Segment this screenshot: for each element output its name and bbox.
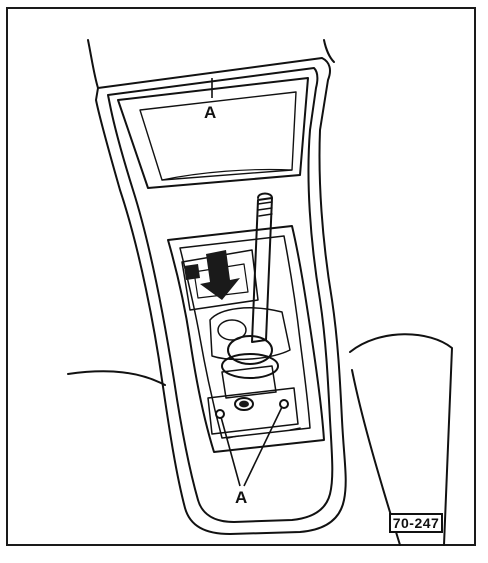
console-outer-shell bbox=[95, 57, 347, 535]
boot-cup-center bbox=[217, 319, 247, 341]
callout-leader-bottom-left bbox=[220, 416, 241, 487]
shift-linkage bbox=[221, 365, 277, 399]
storage-tray-inner bbox=[139, 91, 297, 181]
figure-border bbox=[6, 7, 476, 546]
callout-label-top: A bbox=[204, 103, 216, 122]
linkage-pivot bbox=[234, 397, 254, 411]
gear-stick bbox=[251, 197, 273, 343]
pivot-hub bbox=[239, 400, 249, 408]
screw-left bbox=[215, 409, 225, 419]
release-arrow-icon bbox=[200, 250, 240, 300]
tunnel-right-edge bbox=[323, 39, 335, 63]
storage-tray bbox=[117, 77, 309, 189]
callout-leader-bottom-right bbox=[243, 406, 283, 487]
left-seat bbox=[67, 370, 166, 386]
boot-collar-lower bbox=[221, 353, 279, 379]
mounting-plate bbox=[207, 387, 299, 435]
gear-stick-knob-rings bbox=[257, 201, 273, 217]
callout-label-bottom: A bbox=[235, 488, 247, 507]
figure-number: 70-247 bbox=[389, 513, 443, 533]
shift-opening-outer bbox=[167, 225, 325, 453]
screw-right bbox=[279, 399, 289, 409]
boot-collar bbox=[227, 335, 273, 365]
plate-tabs bbox=[227, 427, 301, 439]
tunnel-left-edge bbox=[87, 39, 99, 89]
clip-bracket bbox=[181, 249, 259, 311]
storage-tray-floor bbox=[161, 168, 293, 181]
shift-opening-inner bbox=[179, 235, 311, 439]
gear-stick-knob bbox=[257, 192, 273, 199]
boot-cup bbox=[209, 307, 291, 361]
console-inner-rim bbox=[107, 67, 334, 523]
right-seat bbox=[349, 333, 453, 546]
clip-dark-detail bbox=[184, 264, 200, 280]
